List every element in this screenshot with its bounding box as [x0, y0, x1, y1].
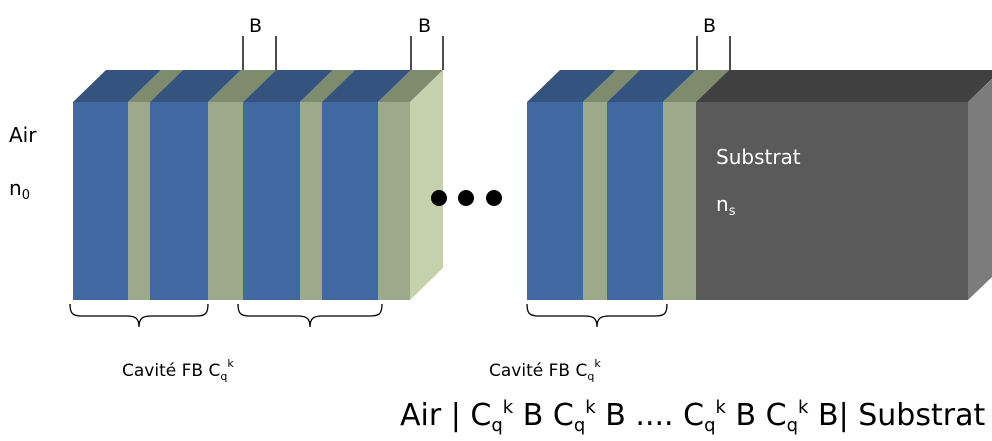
- cavity-layer-top: [73, 70, 161, 102]
- b-marker-lines: [410, 36, 444, 70]
- cavity-layer-top: [150, 70, 241, 102]
- right-front-faces: [527, 102, 696, 300]
- cavity-layer-top: [607, 70, 696, 102]
- n0-label: n0: [9, 176, 30, 203]
- right-top-faces: [527, 70, 729, 102]
- spacer-layer: [583, 102, 607, 300]
- cavity-layer: [527, 102, 583, 300]
- cavity-layer: [322, 102, 378, 300]
- spacer-layer: [378, 102, 410, 300]
- substrate-top: [696, 70, 992, 102]
- cavity-layer: [73, 102, 128, 300]
- cavity-layer-top: [322, 70, 411, 102]
- spacer-layer-top: [208, 70, 276, 102]
- b-marker-3: B: [696, 15, 731, 70]
- b-marker-lines: [242, 36, 277, 70]
- b-label: B: [418, 15, 431, 37]
- cavity-layer: [150, 102, 208, 300]
- substrat-label: Substrat: [716, 145, 801, 169]
- left-top-faces: [73, 70, 443, 102]
- cavity-layer-top: [243, 70, 333, 102]
- ns-label: ns: [716, 192, 736, 219]
- spacer-layer-top: [378, 70, 443, 102]
- stack-formula: Air | Cqk B Cqk B .... Cqk B Cqk B| Subs…: [400, 386, 985, 436]
- air-label: Air: [9, 123, 37, 147]
- substrate-front: [696, 102, 968, 300]
- b-marker-1: B: [242, 15, 277, 70]
- cavity-brace-3: [526, 303, 668, 328]
- spacer-layer: [128, 102, 150, 300]
- b-marker-lines: [696, 36, 731, 70]
- stack-end-face: [410, 70, 443, 300]
- b-label: B: [249, 15, 262, 37]
- right-layer-stack: [527, 70, 729, 300]
- spacer-layer: [208, 102, 243, 300]
- cavity-brace-2: [237, 303, 383, 328]
- spacer-layer: [663, 102, 696, 300]
- cavity-layer: [243, 102, 300, 300]
- b-marker-2: B: [410, 15, 444, 70]
- ellipsis-dots: [431, 190, 502, 206]
- ellipsis-dot: [431, 190, 447, 206]
- b-label: B: [703, 15, 716, 37]
- ellipsis-dot: [458, 190, 474, 206]
- ellipsis-dot: [486, 190, 502, 206]
- spacer-layer-top: [300, 70, 355, 102]
- substrate-side: [968, 79, 992, 300]
- cavity-brace-1: [69, 303, 209, 328]
- spacer-layer-top: [663, 70, 729, 102]
- cavity-label-left: Cavité FB Cqk: [122, 357, 234, 383]
- left-front-faces: [73, 102, 410, 300]
- spacer-layer-top: [128, 70, 183, 102]
- spacer-layer: [300, 102, 322, 300]
- substrate-block: [696, 70, 992, 300]
- left-layer-stack: [73, 70, 443, 300]
- cavity-label-right: Cavité FB Cqk: [489, 357, 601, 383]
- cavity-layer-top: [527, 70, 616, 102]
- cavity-layer: [607, 102, 663, 300]
- spacer-layer-top: [583, 70, 640, 102]
